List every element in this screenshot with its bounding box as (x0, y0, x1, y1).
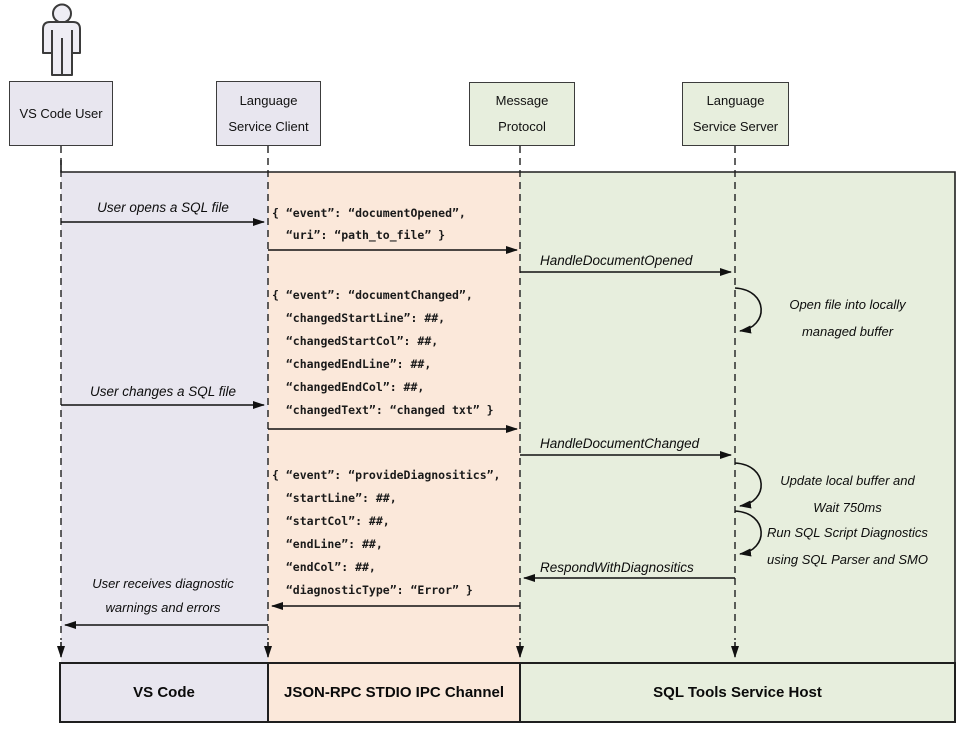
participant-language-service-server: Language Service Server (682, 82, 789, 146)
note-line: Open file into locally (789, 297, 906, 312)
user-actor-icon (42, 3, 81, 76)
note-line: managed buffer (801, 324, 894, 339)
participant-vscode-user: VS Code User (9, 81, 113, 146)
label-line: warnings and errors (105, 600, 221, 615)
footer-vs-code: VS Code (133, 684, 195, 701)
label-user-receives-diagnostics: User receives diagnostic warnings and er… (61, 572, 265, 620)
payload-line: “changedEndCol”: ##, (272, 380, 425, 394)
participant-label: Service Client (228, 118, 309, 134)
payload-line: “changedEndLine”: ##, (272, 357, 432, 371)
note-line: Update local buffer and (780, 473, 915, 488)
lifeline-end-arrows (57, 642, 739, 658)
payload-line: “startLine”: ##, (272, 491, 397, 505)
label-user-changes-file: User changes a SQL file (89, 384, 237, 399)
payload-line: { “event”: “provideDiagnositics”, (272, 468, 501, 482)
note-line: Wait 750ms (813, 500, 882, 515)
label-handle-document-opened: HandleDocumentOpened (540, 253, 693, 268)
message-arrows (61, 218, 762, 629)
self-loop-update-buffer (734, 462, 762, 509)
participant-message-protocol: Message Protocol (469, 82, 575, 146)
payload-line: “diagnosticType”: “Error” } (272, 583, 473, 597)
participant-language-service-client: Language Service Client (216, 81, 321, 146)
self-loop-run-diagnostics (734, 510, 762, 557)
swimlane-bands (60, 160, 956, 663)
participant-label: Service Server (692, 119, 779, 134)
note-update-buffer: Update local buffer and Wait 750ms (755, 467, 940, 521)
footer-boxes (59, 662, 956, 723)
payload-line: “endLine”: ##, (272, 537, 383, 551)
payload-document-opened: { “event”: “documentOpened”, “uri”: “pat… (272, 202, 466, 246)
label-line: User receives diagnostic (92, 576, 234, 591)
participant-label: Language (706, 93, 765, 108)
lifelines (60, 146, 736, 640)
participant-label: VS Code User (19, 105, 103, 121)
payload-line: “changedStartCol”: ##, (272, 334, 439, 348)
payload-line: “changedStartLine”: ##, (272, 311, 446, 325)
self-loop-open-buffer (734, 287, 762, 334)
payload-line: { “event”: “documentChanged”, (272, 288, 473, 302)
payload-document-changed: { “event”: “documentChanged”, “changedSt… (272, 284, 494, 422)
participant-label: Protocol (498, 119, 546, 134)
label-user-opens-file: User opens a SQL file (97, 200, 229, 215)
payload-line: “endCol”: ##, (272, 560, 376, 574)
payload-provide-diagnostics: { “event”: “provideDiagnositics”, “start… (272, 464, 500, 602)
label-respond-with-diagnostics: RespondWithDiagnositics (540, 560, 694, 575)
payload-line: { “event”: “documentOpened”, (272, 206, 466, 220)
payload-line: “startCol”: ##, (272, 514, 390, 528)
label-handle-document-changed: HandleDocumentChanged (540, 436, 700, 451)
footer-service-host: SQL Tools Service Host (653, 684, 822, 701)
note-open-buffer: Open file into locally managed buffer (755, 291, 940, 345)
payload-line: “uri”: “path_to_file” } (272, 228, 446, 242)
note-line: using SQL Parser and SMO (767, 552, 928, 567)
participant-label: Language (239, 92, 298, 108)
note-line: Run SQL Script Diagnostics (767, 525, 928, 540)
note-run-diagnostics: Run SQL Script Diagnostics using SQL Par… (755, 519, 940, 573)
payload-line: “changedText”: “changed txt” } (272, 403, 494, 417)
participant-label: Message (495, 93, 549, 108)
footer-ipc-channel: JSON-RPC STDIO IPC Channel (283, 684, 505, 701)
